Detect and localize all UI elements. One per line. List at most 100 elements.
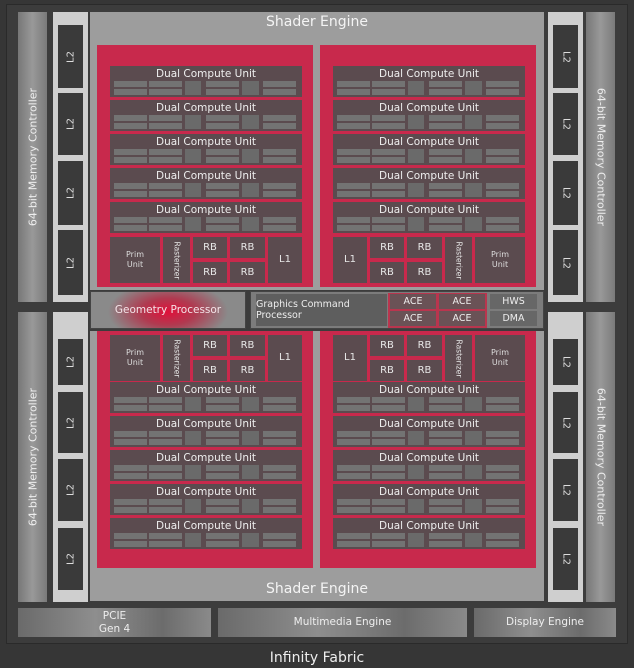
render-backend: RB bbox=[193, 360, 227, 381]
simd-lane bbox=[241, 397, 259, 411]
dma-unit: DMA bbox=[490, 311, 537, 326]
dcu-label: Dual Compute Unit bbox=[155, 204, 257, 216]
simd-lane bbox=[241, 115, 259, 129]
simd-lane bbox=[429, 473, 463, 479]
simd-lane bbox=[206, 431, 240, 437]
simd-lane bbox=[336, 157, 370, 163]
l1-cache: L1 bbox=[333, 335, 367, 381]
l2-cache: L2 bbox=[58, 25, 83, 88]
simd-lane bbox=[486, 431, 520, 437]
l2-cache: L2 bbox=[58, 459, 83, 521]
simd-lane bbox=[486, 499, 520, 505]
simd-lane bbox=[113, 115, 147, 121]
simd-lane bbox=[371, 499, 406, 505]
simd-lane bbox=[263, 499, 297, 505]
l2-cache-label: L2 bbox=[65, 416, 76, 429]
memory-controller: 64-bit Memory Controller bbox=[586, 312, 615, 602]
l2-cache: L2 bbox=[58, 230, 83, 295]
dual-compute-unit: Dual Compute Unit bbox=[110, 518, 302, 549]
dcu-label: Dual Compute Unit bbox=[155, 452, 257, 464]
simd-lane bbox=[429, 397, 463, 403]
render-backend: RB bbox=[193, 335, 227, 356]
simd-lane bbox=[148, 183, 183, 189]
l2-cache: L2 bbox=[58, 93, 83, 155]
l1-cache-label: L1 bbox=[344, 254, 356, 265]
simd-lane bbox=[148, 473, 183, 479]
l2-cache: L2 bbox=[58, 339, 83, 385]
simd-lane bbox=[371, 149, 406, 155]
simd-lane bbox=[113, 431, 147, 437]
simd-lane bbox=[263, 465, 297, 471]
l2-cache: L2 bbox=[553, 528, 578, 590]
simd-lane bbox=[486, 405, 520, 411]
rasterizer-label: Rasterizer bbox=[454, 339, 464, 377]
simd-lane bbox=[241, 183, 259, 197]
simd-lane bbox=[486, 157, 520, 163]
gcp-label: Graphics Command Processor bbox=[256, 299, 350, 321]
memory-controller: 64-bit Memory Controller bbox=[18, 312, 47, 602]
simd-lane bbox=[336, 225, 370, 231]
simd-lane bbox=[407, 465, 425, 479]
simd-lane bbox=[407, 499, 425, 513]
l2-cache: L2 bbox=[553, 93, 578, 155]
dcu-label: Dual Compute Unit bbox=[155, 520, 257, 532]
l2-cache: L2 bbox=[58, 392, 83, 453]
simd-lane bbox=[263, 225, 297, 231]
dual-compute-unit: Dual Compute Unit bbox=[333, 416, 525, 447]
simd-lane bbox=[486, 81, 520, 87]
l1-cache: L1 bbox=[333, 237, 367, 283]
simd-lane bbox=[407, 431, 425, 445]
dual-compute-unit: Dual Compute Unit bbox=[333, 202, 525, 233]
simd-lane bbox=[336, 183, 370, 189]
memory-controller-label: 64-bit Memory Controller bbox=[26, 87, 39, 227]
l2-cache: L2 bbox=[553, 161, 578, 225]
prim-unit: Prim Unit bbox=[110, 335, 160, 381]
simd-lane bbox=[464, 533, 482, 547]
rasterizer: Rasterizer bbox=[445, 335, 472, 381]
simd-lane bbox=[371, 397, 406, 403]
simd-lane bbox=[429, 439, 463, 445]
render-backend: RB bbox=[230, 262, 265, 283]
simd-lane bbox=[486, 533, 520, 539]
render-backend: RB bbox=[407, 262, 442, 283]
simd-lane bbox=[184, 397, 202, 411]
simd-lane bbox=[429, 533, 463, 539]
simd-lane bbox=[206, 541, 240, 547]
simd-lane bbox=[486, 225, 520, 231]
render-backend-label: RB bbox=[417, 241, 432, 253]
simd-lane bbox=[206, 191, 240, 197]
l1-cache: L1 bbox=[268, 237, 302, 283]
ace-unit: ACE bbox=[439, 294, 485, 309]
simd-lane bbox=[429, 183, 463, 189]
simd-lane bbox=[148, 89, 183, 95]
simd-lane bbox=[206, 123, 240, 129]
simd-lane bbox=[206, 183, 240, 189]
geometry-processor-label: Geometry Processor bbox=[114, 304, 222, 316]
dcu-label: Dual Compute Unit bbox=[378, 204, 480, 216]
simd-lane bbox=[429, 507, 463, 513]
simd-lane bbox=[336, 465, 370, 471]
simd-lane bbox=[113, 473, 147, 479]
simd-lane bbox=[371, 431, 406, 437]
simd-lane bbox=[113, 541, 147, 547]
simd-lane bbox=[486, 217, 520, 223]
simd-lane bbox=[263, 473, 297, 479]
simd-lane bbox=[336, 473, 370, 479]
simd-lane bbox=[486, 123, 520, 129]
simd-lane bbox=[486, 507, 520, 513]
l2-cache: L2 bbox=[553, 392, 578, 453]
simd-lane bbox=[371, 157, 406, 163]
simd-lane bbox=[407, 217, 425, 231]
simd-lane bbox=[184, 533, 202, 547]
simd-lane bbox=[371, 507, 406, 513]
l2-cache-label: L2 bbox=[560, 416, 571, 429]
simd-lane bbox=[429, 217, 463, 223]
display-engine: Display Engine bbox=[474, 608, 616, 637]
render-backend-label: RB bbox=[417, 266, 432, 278]
l2-cache: L2 bbox=[58, 161, 83, 225]
dual-compute-unit: Dual Compute Unit bbox=[333, 66, 525, 97]
l2-cache-label: L2 bbox=[560, 484, 571, 496]
render-backend-label: RB bbox=[380, 364, 394, 376]
l2-cache-label: L2 bbox=[65, 553, 76, 565]
simd-lane bbox=[206, 397, 240, 403]
